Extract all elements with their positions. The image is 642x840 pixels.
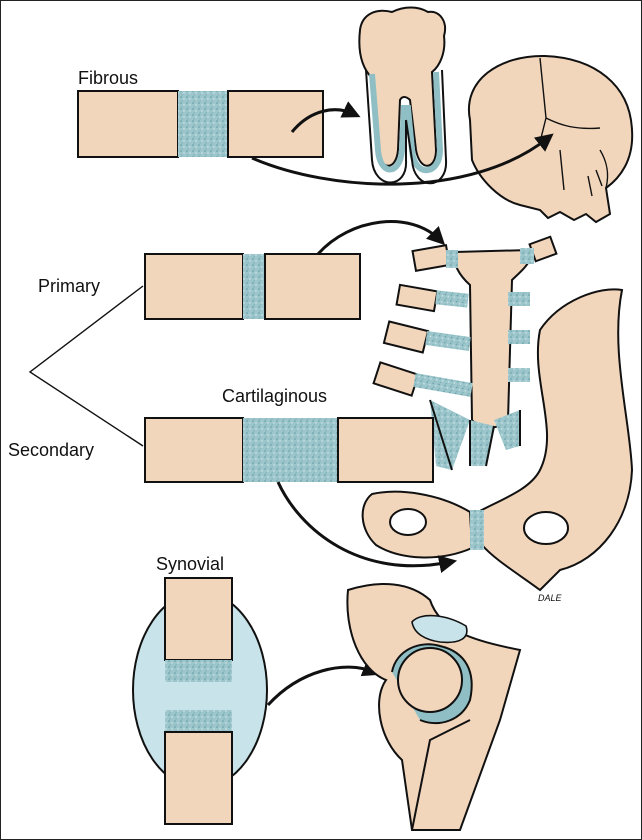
skull-illustration xyxy=(467,54,634,224)
synovial-cartilage-lower xyxy=(165,710,232,732)
synovial-bone-lower xyxy=(164,731,233,825)
primary-hyaline-cartilage xyxy=(243,254,265,319)
primary-bone-right xyxy=(264,253,361,320)
pelvis-illustration xyxy=(361,288,634,592)
fibrous-bone-right xyxy=(227,90,324,158)
primary-joint-schematic xyxy=(144,253,361,320)
hip-joint-illustration xyxy=(346,583,522,831)
artist-signature: DALE xyxy=(538,593,563,603)
label-primary: Primary xyxy=(38,276,100,296)
sternum-ribs-illustration xyxy=(372,235,558,471)
label-fibrous: Fibrous xyxy=(78,68,138,88)
tooth-illustration xyxy=(358,6,448,185)
fibrous-bone-left xyxy=(77,90,179,158)
label-cartilaginous: Cartilaginous xyxy=(222,386,327,406)
secondary-bone-right xyxy=(337,417,434,483)
synovial-cartilage-upper xyxy=(165,660,232,682)
cartilaginous-bracket xyxy=(28,285,144,447)
fibrous-connective-tissue xyxy=(178,91,228,157)
primary-bone-left xyxy=(144,253,244,320)
secondary-fibrocartilage xyxy=(243,418,338,482)
label-secondary: Secondary xyxy=(8,440,94,460)
secondary-joint-schematic xyxy=(144,417,434,483)
fibrous-joint-schematic xyxy=(77,90,324,158)
synovial-bone-upper xyxy=(164,577,233,661)
synovial-joint-schematic xyxy=(132,577,268,825)
label-synovial: Synovial xyxy=(156,554,224,574)
secondary-bone-left xyxy=(144,417,244,483)
